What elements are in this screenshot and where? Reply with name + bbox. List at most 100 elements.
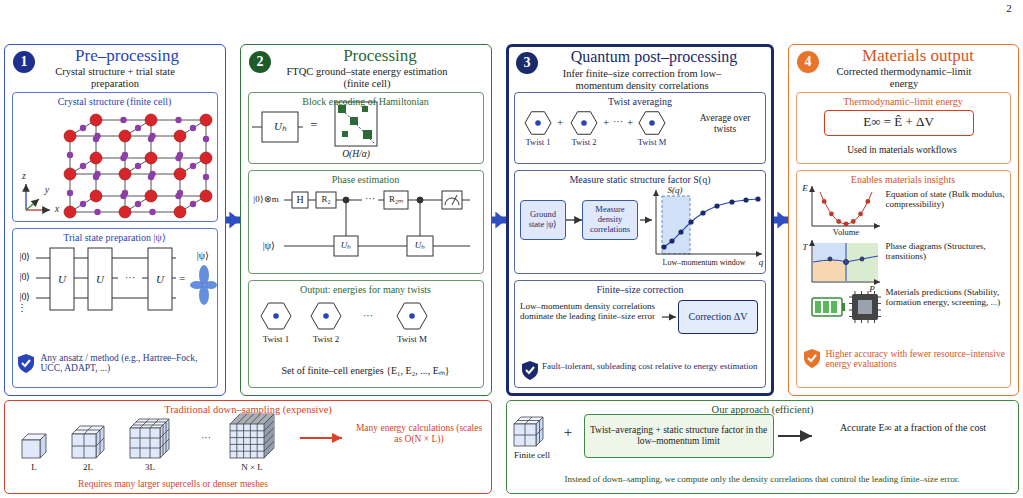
phase-diagram xyxy=(813,243,878,281)
supercell-cube xyxy=(250,424,251,458)
figure-label: 3L xyxy=(138,462,162,472)
figure-label: |ψ⟩ xyxy=(190,250,216,262)
supercell-cube xyxy=(268,420,269,454)
shield-icon xyxy=(522,361,538,380)
block-encoding xyxy=(342,131,348,137)
figure-label: Uₕ xyxy=(262,120,298,133)
structure-factor-chart xyxy=(656,254,762,255)
box-text: Any ansatz / method (e.g., Hartree–Fock,… xyxy=(41,353,215,375)
figure-label: x xyxy=(52,203,62,215)
chip-icon xyxy=(861,291,862,294)
twist-hexagon xyxy=(397,303,427,329)
phase-circuit xyxy=(452,195,457,205)
crystal-lattice xyxy=(90,152,102,164)
crystal-lattice xyxy=(145,152,157,164)
box-heading: Our approach (efficient) xyxy=(510,404,1015,416)
phase-diagram xyxy=(813,260,846,281)
structure-factor-curve xyxy=(678,229,683,234)
supercell-cube xyxy=(536,417,543,446)
block-encoding xyxy=(252,102,377,146)
battery-icon xyxy=(823,301,829,313)
figure-label: ··· xyxy=(196,432,216,444)
supercell-cube xyxy=(236,424,237,458)
figure-label: P xyxy=(866,284,878,294)
supercell-cube xyxy=(160,439,169,448)
energy-volume-points xyxy=(851,219,856,224)
crystal-lattice xyxy=(64,114,212,218)
figure-label: ··· xyxy=(611,116,625,128)
twist-hexagon xyxy=(639,112,665,135)
supercell-cube xyxy=(72,434,96,458)
crystal-lattice xyxy=(177,152,183,158)
section-box: Finite–size correctionLow–momentum densi… xyxy=(514,280,766,388)
box-text: FTQC ground–state energy estimation (fin… xyxy=(285,66,449,90)
shield-icon xyxy=(18,354,34,373)
crystal-lattice xyxy=(135,125,141,131)
figure-label: Twist M xyxy=(630,138,674,148)
box-text: Pre–processing xyxy=(37,46,217,66)
figure-label: Uₕ xyxy=(407,240,433,250)
supercell-cube xyxy=(514,417,543,446)
formula-box: E∞ = Ê + ΔV xyxy=(824,110,974,136)
shield-icon xyxy=(18,354,34,373)
supercell-cube xyxy=(232,422,266,423)
box-text: Processing xyxy=(275,46,485,66)
twist-hexagon xyxy=(273,313,279,319)
process-box: Measure density correlations xyxy=(582,200,638,240)
block-encoding xyxy=(350,117,358,125)
crystal-lattice xyxy=(203,174,209,180)
structure-factor-curve xyxy=(661,196,760,249)
shield-icon xyxy=(808,355,816,361)
energy-volume-points xyxy=(829,212,834,217)
twist-hexagon xyxy=(311,303,341,329)
figure-label: Twist 1 xyxy=(516,138,560,148)
structure-factor-curve xyxy=(729,199,734,204)
box-heading: Crystal structure (finite cell) xyxy=(16,96,214,108)
chip-icon xyxy=(849,297,852,298)
twist-hexagon xyxy=(311,303,341,329)
section-box: Output: energies for many twistsSet of f… xyxy=(248,280,484,388)
shield-icon xyxy=(526,367,534,373)
figure-label: |0⟩ xyxy=(14,251,36,263)
supercell-cube xyxy=(40,434,46,458)
supercell-cube xyxy=(150,428,151,458)
figure-label: N × L xyxy=(224,462,280,472)
flow-arrows xyxy=(300,437,342,439)
structure-factor-curve xyxy=(755,196,760,201)
figure-label: ··· xyxy=(362,193,378,205)
result-box: Correction ΔV xyxy=(678,300,758,334)
figure-label: R₂ xyxy=(316,194,336,204)
chip-icon xyxy=(858,300,872,314)
phase-circuit xyxy=(343,197,349,203)
shield-icon xyxy=(522,361,538,380)
chip-icon xyxy=(855,291,856,294)
supercell-cube xyxy=(140,419,149,428)
box-text: Many energy calculations (scales as O(N … xyxy=(353,423,485,445)
phase-diagram xyxy=(828,257,832,261)
figure-label: ··· xyxy=(118,272,142,284)
supercell-cube xyxy=(266,422,267,456)
trial-circuit xyxy=(50,248,74,310)
structure-factor-curve xyxy=(661,244,666,249)
equation-of-state-chart xyxy=(820,192,872,224)
supercell-cube xyxy=(133,425,163,426)
box-text: Materials predictions (Stability, format… xyxy=(886,287,1006,308)
supercell-cube xyxy=(539,421,540,443)
structure-factor-curve xyxy=(669,238,674,243)
crystal-lattice xyxy=(120,117,126,123)
supercell-cube xyxy=(230,414,274,458)
supercell-cube xyxy=(160,429,169,438)
box-text: Infer finite–size correction from low–mo… xyxy=(539,68,745,92)
box-text: Quantum post–processing xyxy=(541,48,767,66)
crystal-lattice xyxy=(94,209,100,215)
crystal-lattice xyxy=(135,201,141,207)
crystal-lattice xyxy=(80,163,86,169)
phase-circuit xyxy=(420,200,421,236)
crystal-lattice xyxy=(67,190,73,196)
figure-label: 2L xyxy=(76,462,100,472)
phase-circuit xyxy=(292,192,308,208)
supercell-cube xyxy=(130,419,169,458)
box-heading: Twist–averaging + static structure facto… xyxy=(585,415,773,457)
figure-label: + xyxy=(560,424,576,441)
supercell-cube xyxy=(140,428,141,458)
